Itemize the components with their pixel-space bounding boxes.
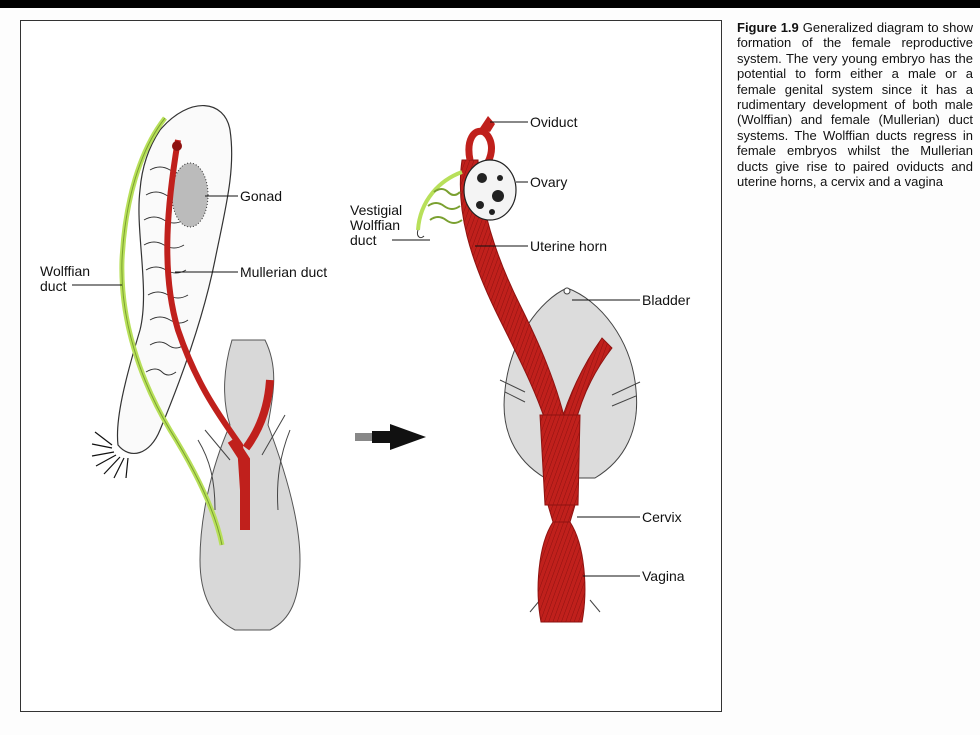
figure-number: Figure 1.9 (737, 20, 799, 35)
label-vestigial-line3: duct (350, 232, 377, 248)
oviduct (465, 127, 495, 164)
female-diagram (416, 116, 641, 623)
top-border (0, 0, 980, 8)
label-oviduct: Oviduct (530, 114, 578, 130)
label-ovary: Ovary (530, 174, 567, 190)
label-uterine-horn: Uterine horn (530, 238, 607, 254)
label-wolffian-line2: duct (40, 278, 67, 294)
mullerian-duct (164, 139, 248, 521)
figure-caption: Figure 1.9 Generalized diagram to show f… (737, 20, 973, 189)
vagina (537, 521, 586, 623)
label-wolffian-line1: Wolffian (40, 263, 90, 279)
figure-caption-text: Generalized diagram to show formation of… (737, 20, 973, 190)
label-cervix: Cervix (642, 509, 682, 525)
label-vestigial-line1: Vestigial (350, 202, 402, 218)
label-mullerian-duct: Mullerian duct (240, 264, 327, 280)
transition-arrow-icon (355, 424, 426, 450)
embryonic-diagram (91, 105, 301, 631)
fimbria (91, 431, 129, 479)
label-gonad: Gonad (240, 188, 282, 204)
cervix (547, 504, 576, 523)
label-bladder: Bladder (642, 292, 691, 308)
label-vagina: Vagina (642, 568, 685, 584)
label-vestigial-line2: Wolffian (350, 217, 400, 233)
vestigial-wolffian-duct (416, 170, 463, 239)
uterine-body (539, 414, 581, 506)
gonad (171, 162, 209, 228)
